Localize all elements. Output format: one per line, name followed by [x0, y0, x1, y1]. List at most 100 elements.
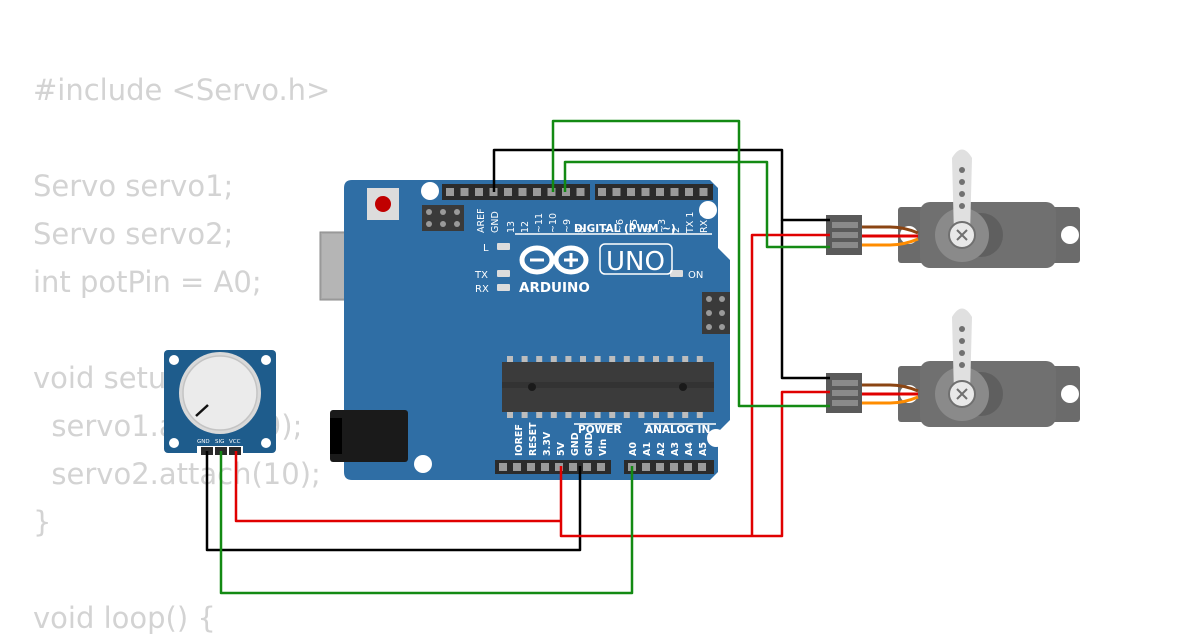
wire-gnd-pot: [205, 451, 582, 552]
mounting-hole: [261, 355, 271, 365]
pot-pin-label-gnd: GND: [197, 439, 210, 445]
knob-indicator: [195, 404, 209, 417]
header-hole: [642, 463, 650, 471]
header-hole: [656, 463, 664, 471]
digital-pin-label: 7: [601, 227, 612, 233]
digital-pin-label: RX 0: [699, 211, 710, 233]
icsp-header-right: [702, 292, 730, 334]
header-hole: [612, 188, 621, 196]
header-hole: [513, 463, 521, 471]
wire-gnd-servo1: [492, 148, 830, 222]
analog-pin-label: A4: [684, 442, 695, 456]
header-hole: [627, 188, 635, 196]
header-hole: [685, 188, 693, 196]
led-label-l: L: [483, 243, 489, 254]
led-tx: [497, 270, 510, 277]
mounting-hole: [169, 438, 179, 448]
header-hole: [541, 463, 549, 471]
power-pin-label: RESET: [528, 422, 539, 456]
power-pin-label: 5V: [556, 441, 567, 456]
header-hole: [518, 188, 527, 196]
atmega-chip: [502, 356, 714, 418]
digital-pin-label: 2: [671, 227, 682, 233]
code-line: int potPin = A0;: [33, 265, 262, 299]
potentiometer-knob[interactable]: [182, 355, 258, 431]
uno-badge: [599, 243, 673, 275]
icsp-header-top: [422, 205, 464, 231]
header-hole: [699, 188, 708, 196]
wire-5v-servo1: [750, 233, 830, 536]
power-pin-label: GND: [570, 432, 581, 456]
servo-2-connector: [826, 373, 862, 413]
power-pin-label: IOREF: [514, 424, 525, 456]
servo-1-cable: [862, 225, 919, 247]
mounting-hole: [707, 429, 725, 447]
bottom-header-holes: [499, 463, 706, 471]
digital-pin-label: ~6: [615, 219, 626, 233]
header-hole: [670, 188, 679, 196]
header-hole: [597, 463, 605, 471]
header-hole: [583, 463, 591, 471]
mounting-hole: [421, 182, 439, 200]
power-pin-label: Vin: [598, 439, 609, 456]
digital-pin-label: ~11: [534, 213, 545, 233]
led-rx: [497, 284, 510, 291]
led-label-tx: TX: [474, 270, 488, 281]
servo-motor-2[interactable]: [898, 308, 1080, 428]
reset-button-cap[interactable]: [375, 196, 391, 212]
code-line: Servo servo2;: [33, 217, 234, 251]
digital-pin-label: ~3: [657, 219, 668, 233]
analog-title: ANALOG IN: [645, 424, 710, 436]
pot-pin-label-vcc: VCC: [229, 439, 241, 445]
wire-5v-servo2: [559, 390, 830, 538]
servo-1-connector: [826, 215, 862, 255]
wire-a0-pot: [219, 451, 634, 595]
wire-5v-pot: [234, 451, 561, 523]
servo-motor-1[interactable]: [898, 149, 1080, 269]
header-hole: [598, 188, 606, 196]
mounting-hole: [261, 438, 271, 448]
digital-pin-label: GND: [490, 211, 501, 233]
header-hole: [670, 463, 678, 471]
code-line: Servo servo1;: [33, 169, 234, 203]
power-header: [495, 460, 611, 474]
code-line: }: [33, 505, 52, 539]
led-l: [497, 243, 510, 250]
header-hole: [460, 188, 469, 196]
header-hole: [555, 463, 563, 471]
arduino-brand: ARDUINO: [519, 280, 590, 296]
mounting-hole: [699, 201, 717, 219]
led-label-rx: RX: [475, 284, 489, 295]
header-hole: [499, 463, 507, 471]
analog-pin-label: A1: [642, 442, 653, 456]
header-hole: [504, 188, 512, 196]
header-hole: [533, 188, 541, 196]
header-hole: [527, 463, 535, 471]
digital-pin-label: TX 1: [685, 212, 696, 234]
header-hole: [684, 463, 692, 471]
wire-gnd-servo2: [780, 220, 830, 380]
led-on: [670, 270, 683, 277]
potentiometer-module[interactable]: GND SIG VCC: [164, 350, 276, 456]
pot-pin-label-sig: SIG: [215, 439, 224, 445]
power-pin-label: GND: [584, 432, 595, 456]
digital-pin-label: ~9: [562, 219, 573, 233]
arduino-model: UNO: [606, 247, 665, 277]
digital-header-right: [595, 184, 713, 200]
digital-pin-label: 12: [520, 221, 531, 233]
digital-pin-label: AREF: [476, 208, 487, 233]
header-hole: [641, 188, 650, 196]
header-hole: [547, 188, 556, 196]
power-title: POWER: [578, 424, 621, 436]
digital-pin-label: 8: [576, 227, 587, 233]
power-pin-label: 3.3V: [542, 431, 553, 456]
analog-pin-label: A3: [670, 442, 681, 456]
mounting-hole: [1061, 385, 1079, 403]
digital-pin-label: ~5: [629, 219, 640, 233]
digital-title: DIGITAL (PWM ~): [574, 223, 676, 235]
header-hole: [698, 463, 706, 471]
analog-pin-label: A2: [656, 442, 667, 456]
